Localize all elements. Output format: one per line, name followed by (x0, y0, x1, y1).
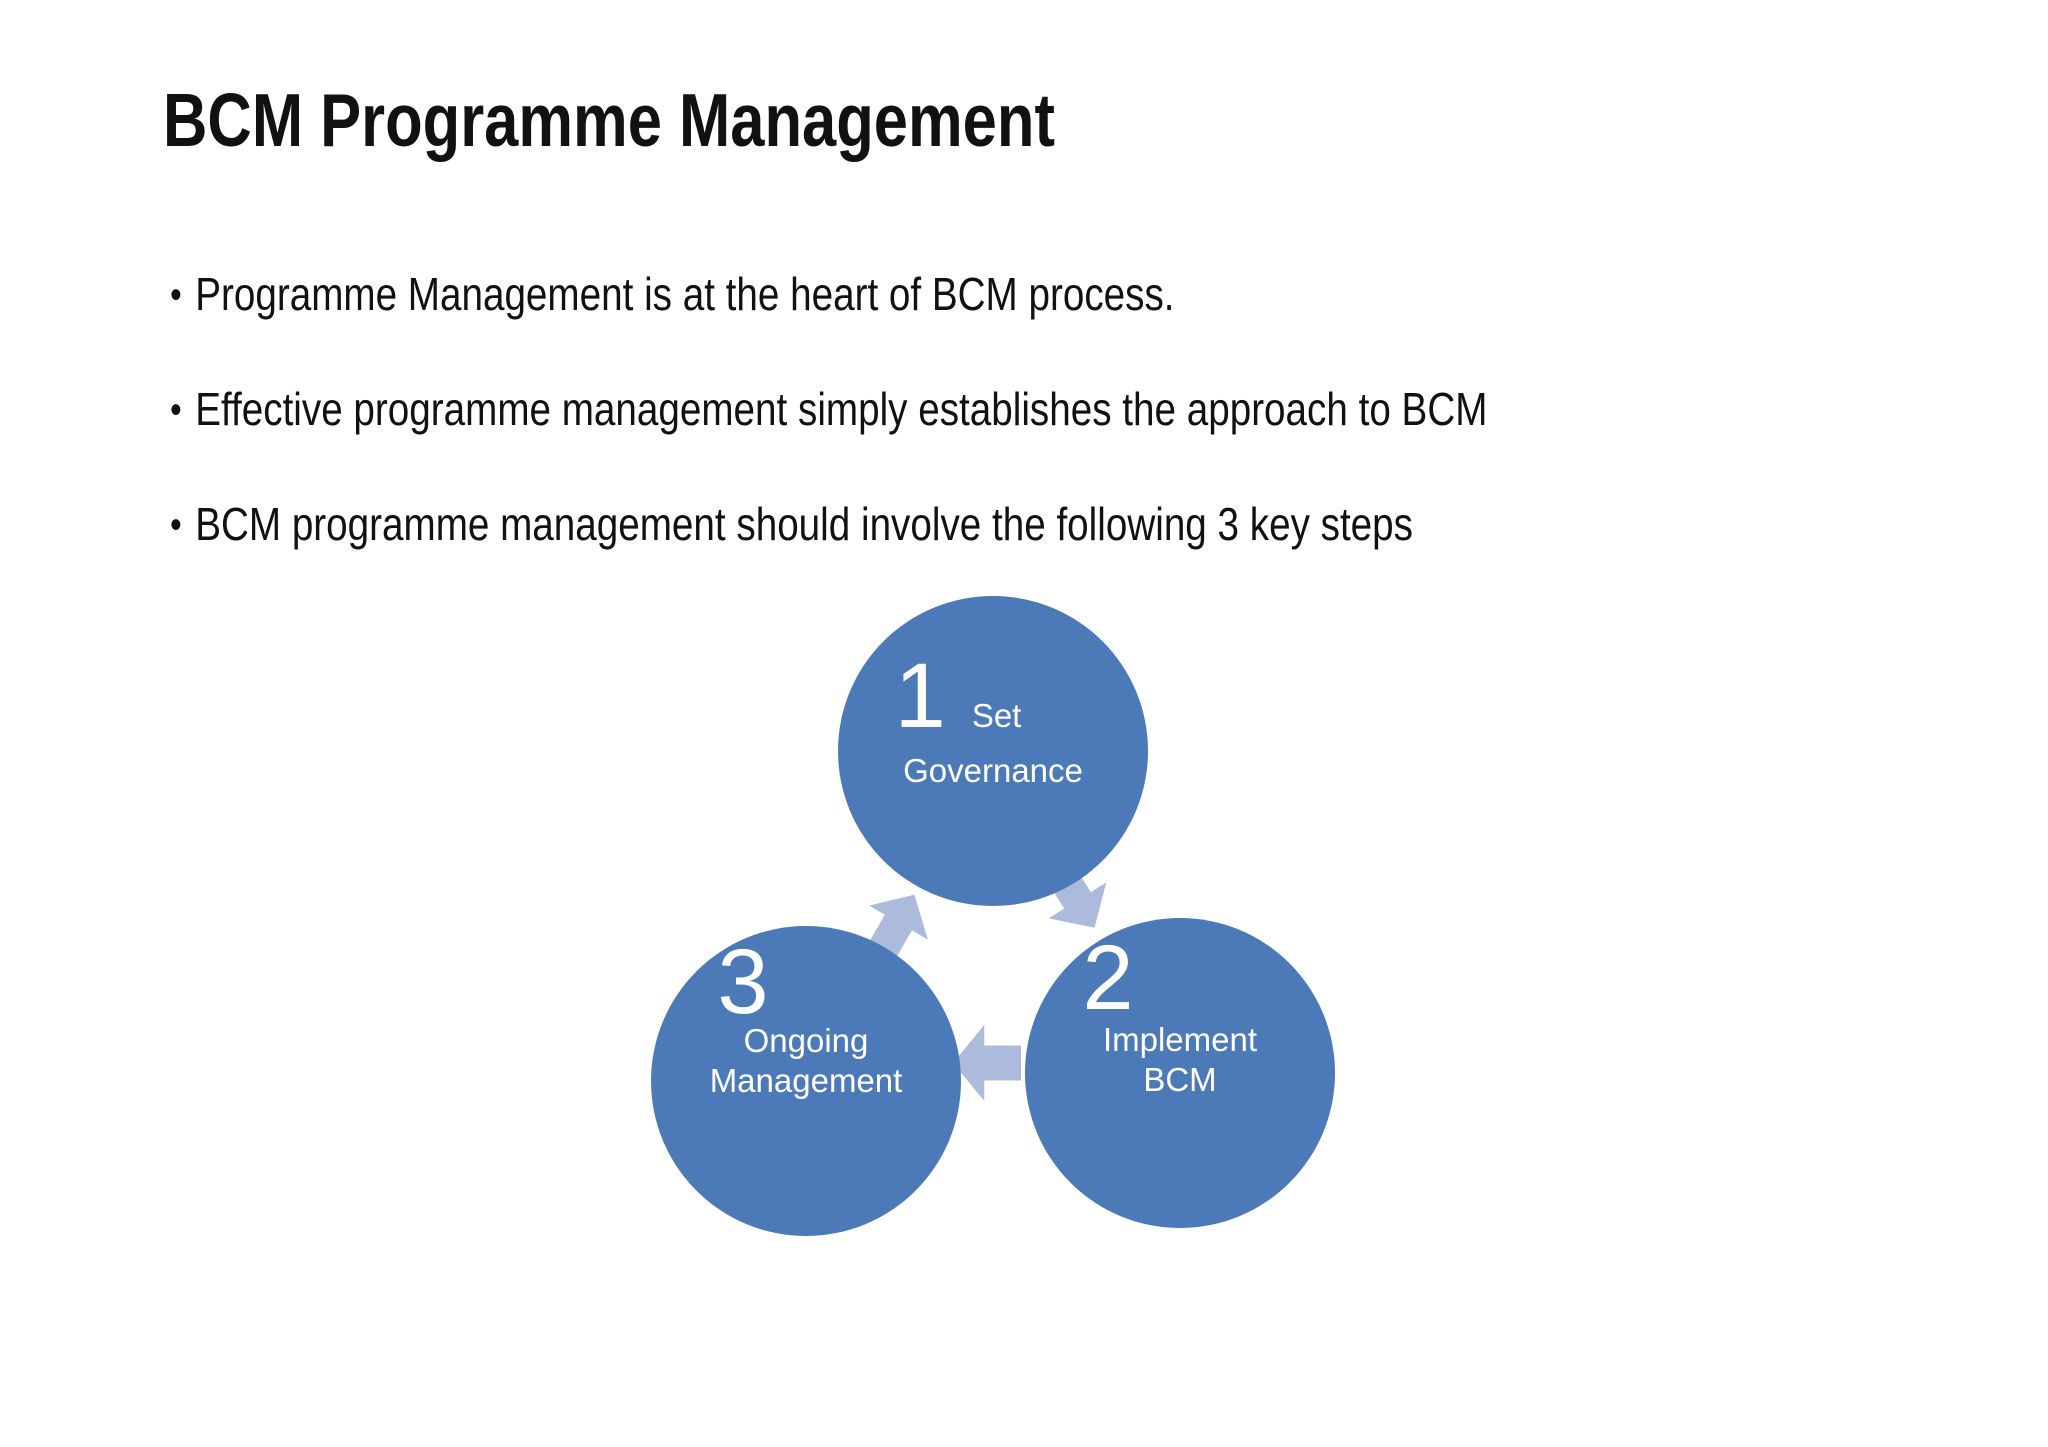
bullet-text: Effective programme management simply es… (195, 383, 1488, 435)
bullet-marker-icon: • (170, 503, 182, 547)
step-label: BCM (1143, 1061, 1217, 1098)
step-label: Governance (903, 752, 1083, 789)
bullet-text: BCM programme management should involve … (195, 498, 1413, 550)
step-label: Management (709, 1062, 903, 1099)
bullet-item: • BCM programme management should involv… (170, 501, 1413, 547)
slide-title: BCM Programme Management (163, 78, 1055, 162)
bullet-item: • Programme Management is at the heart o… (170, 271, 1175, 317)
bullet-text: Programme Management is at the heart of … (195, 268, 1175, 320)
step-label: Set (971, 697, 1022, 734)
step-number: 2 (1082, 927, 1134, 1029)
cycle-step-2: 2 Implement BCM (1025, 918, 1335, 1228)
cycle-step-3: 3 Ongoing Management (651, 926, 961, 1236)
step-number: 1 (894, 645, 946, 747)
bullet-marker-icon: • (170, 273, 182, 317)
bullet-marker-icon: • (170, 388, 182, 432)
step-label: Implement (1102, 1021, 1258, 1058)
step-label: Ongoing (743, 1022, 869, 1059)
arrow-2-to-3-icon (953, 1025, 1021, 1101)
step-number: 3 (717, 931, 769, 1033)
bullet-item: • Effective programme management simply … (170, 386, 1487, 432)
cycle-step-1: 1 Set Governance (838, 596, 1148, 906)
